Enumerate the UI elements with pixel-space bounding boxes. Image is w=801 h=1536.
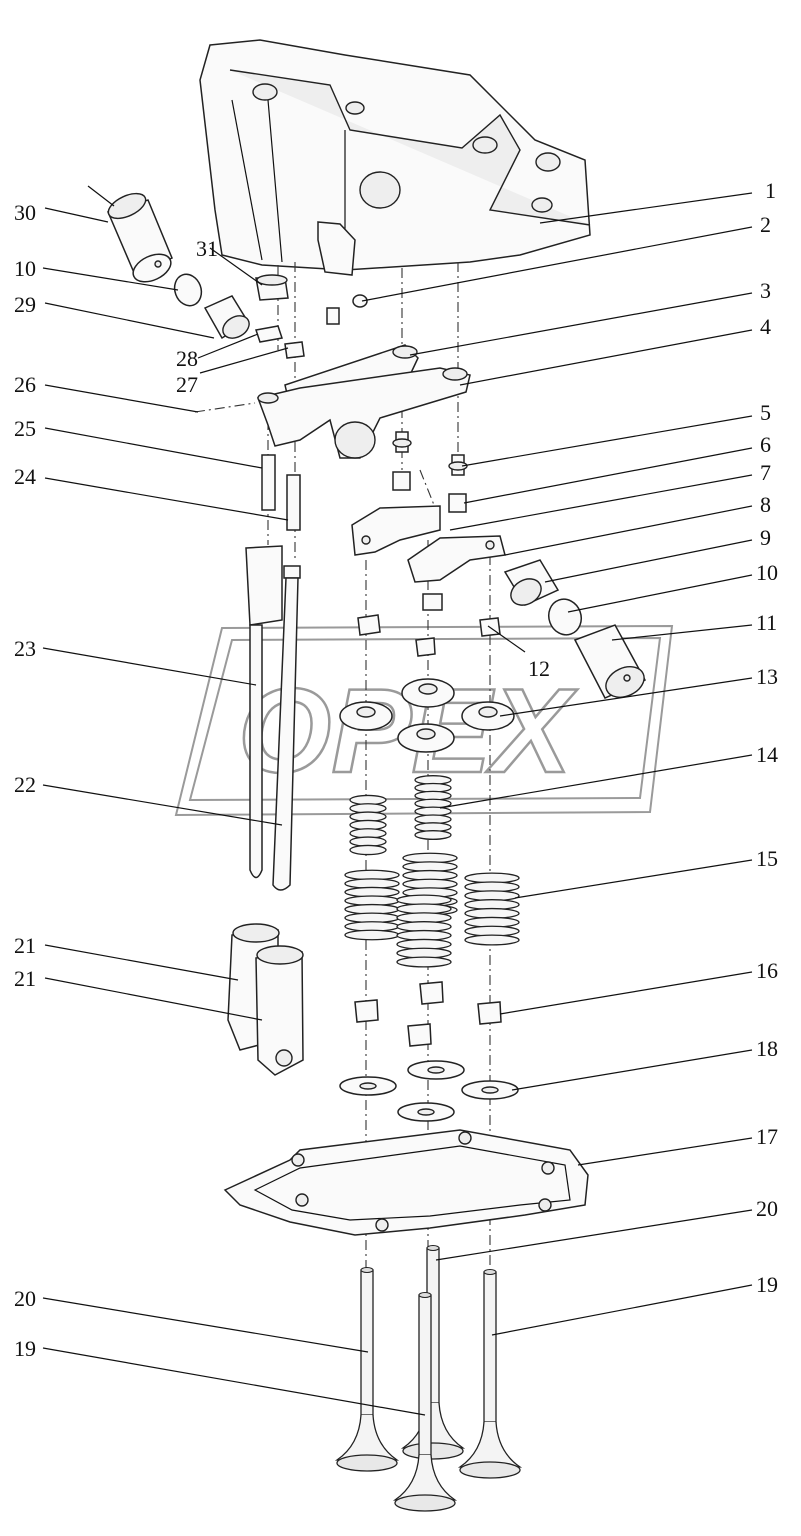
callout-label: 9 <box>760 525 771 550</box>
leader-lines <box>42 192 753 1416</box>
callout-label: 21 <box>14 933 36 958</box>
outer-spring <box>396 894 452 968</box>
callout-label: 26 <box>14 372 36 397</box>
callout-label: 21 <box>14 966 36 991</box>
part-adjust-nut <box>255 274 289 301</box>
callout-label: 28 <box>176 346 198 371</box>
callout-label: 5 <box>760 400 771 425</box>
outer-spring <box>344 869 400 941</box>
callout-label: 10 <box>756 560 778 585</box>
part-valve-caps <box>357 593 501 657</box>
part-rocker-shaft-right <box>573 624 647 699</box>
part-washer <box>255 325 283 343</box>
callout-label: 20 <box>756 1196 778 1221</box>
part-ring-left <box>173 273 203 307</box>
exhaust-valve <box>334 1267 400 1472</box>
callout-label: 19 <box>14 1336 36 1361</box>
part-rocker-arms <box>257 344 471 459</box>
callout-label: 30 <box>14 200 36 225</box>
callout-label: 6 <box>760 432 771 457</box>
part-gasket <box>223 1129 589 1236</box>
callout-label: 31 <box>196 236 218 261</box>
callout-label: 17 <box>756 1124 778 1149</box>
part-spring-retainers <box>339 678 515 753</box>
part-valves <box>334 1245 523 1512</box>
part-housing <box>199 39 591 276</box>
part-valve-springs <box>344 775 520 968</box>
callout-label: 19 <box>756 1272 778 1297</box>
callout-label: 15 <box>756 846 778 871</box>
callout-label: 27 <box>176 372 198 397</box>
inner-spring <box>414 775 452 840</box>
part-spring-washers <box>339 1060 519 1122</box>
callout-label: 3 <box>760 278 771 303</box>
part-rocker-brackets <box>351 505 506 583</box>
callout-label: 8 <box>760 492 771 517</box>
callout-labels: 1 2 3 4 5 6 7 8 9 10 11 12 13 14 15 16 1… <box>14 178 778 1361</box>
part-adjust-screws <box>392 431 468 513</box>
part-bushing-left <box>203 295 250 340</box>
part-ring-right <box>548 598 582 636</box>
callout-label: 16 <box>756 958 778 983</box>
part-valve-keepers <box>354 981 502 1047</box>
callout-label: 24 <box>14 464 36 489</box>
intake-valve <box>392 1292 458 1512</box>
part-pin <box>326 307 340 325</box>
outer-spring <box>464 872 520 946</box>
part-tappets <box>227 923 304 1076</box>
callout-label: 14 <box>756 742 778 767</box>
part-bushing-right <box>503 559 560 606</box>
callout-label: 22 <box>14 772 36 797</box>
part-locknut <box>284 341 305 359</box>
callout-label: 12 <box>528 656 550 681</box>
part-dowel <box>352 294 368 308</box>
callout-label: 13 <box>756 664 778 689</box>
callout-label: 23 <box>14 636 36 661</box>
callout-label: 1 <box>765 178 776 203</box>
part-push-rods <box>245 454 301 891</box>
callout-label: 25 <box>14 416 36 441</box>
exhaust-valve <box>457 1269 523 1479</box>
inner-spring <box>349 794 387 856</box>
callout-label: 7 <box>760 460 771 485</box>
callout-label: 4 <box>760 314 771 339</box>
part-rocker-shaft-left <box>87 185 173 283</box>
callout-label: 10 <box>14 256 36 281</box>
intake-valve <box>400 1245 466 1460</box>
callout-label: 18 <box>756 1036 778 1061</box>
callout-label: 20 <box>14 1286 36 1311</box>
callout-label: 2 <box>760 212 771 237</box>
callout-label: 11 <box>756 610 777 635</box>
callout-label: 29 <box>14 292 36 317</box>
